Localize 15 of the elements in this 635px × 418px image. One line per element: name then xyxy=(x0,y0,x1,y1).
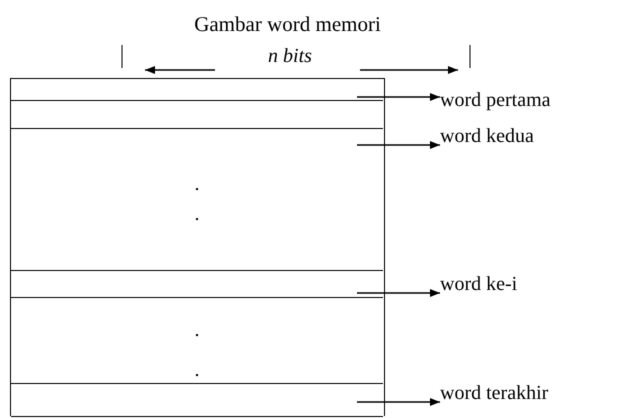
ellipsis-dot: . xyxy=(194,174,200,194)
word-label: word terakhir xyxy=(440,381,548,406)
arrow xyxy=(357,141,440,149)
ellipsis-dot: . xyxy=(194,204,200,224)
arrow xyxy=(357,398,440,406)
arrow xyxy=(357,289,440,297)
word-label: word pertama xyxy=(440,88,551,113)
memory-block xyxy=(10,78,385,416)
ellipsis-dot: . xyxy=(194,320,200,340)
ellipsis-dot: . xyxy=(194,360,200,380)
dimension-label: n bits xyxy=(267,45,313,68)
arrow xyxy=(357,93,440,101)
word-label: word ke-i xyxy=(440,272,518,297)
word-label: word kedua xyxy=(440,124,534,149)
title: Gambar word memori xyxy=(193,12,382,37)
